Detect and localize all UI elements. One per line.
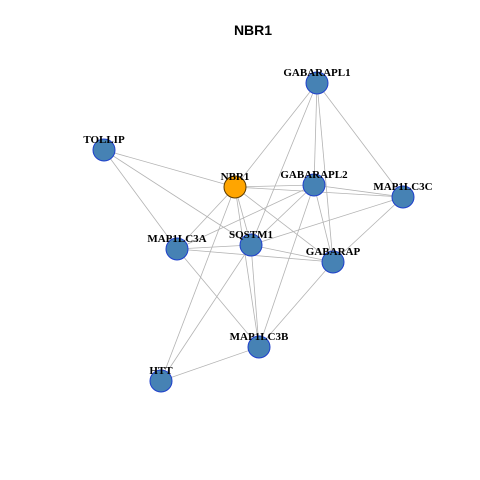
node-map1lc3c (391, 185, 415, 209)
edge-nbr1-gabarapl2 (234, 184, 315, 188)
node-label-htt: HTT (149, 365, 173, 377)
edge-gabarapl2-map1lc3b (258, 184, 315, 348)
node-map1lc3a (165, 237, 189, 261)
node-gabarapl2 (302, 173, 326, 197)
edge-nbr1-map1lc3b (234, 186, 260, 348)
node-label-sqstm1: SQSTM1 (229, 229, 273, 241)
edge-gabarapl2-map1lc3a (176, 184, 315, 250)
edge-sqstm1-gabarap (250, 244, 334, 263)
edge-gabarapl2-gabarap (313, 184, 334, 263)
edge-map1lc3c-sqstm1 (250, 196, 404, 246)
node-sqstm1 (239, 233, 263, 257)
edge-map1lc3b-htt (160, 346, 260, 382)
graph-title: NBR1 (234, 22, 272, 38)
edge-tollip-map1lc3a (103, 149, 178, 250)
node-tollip (92, 138, 116, 162)
edge-nbr1-map1lc3a (176, 186, 236, 250)
edge-map1lc3a-map1lc3b (176, 248, 260, 348)
edge-sqstm1-htt (160, 244, 252, 382)
edge-nbr1-gabarap (234, 186, 334, 263)
edge-gabarapl2-sqstm1 (250, 184, 315, 246)
node-gabarapl1 (305, 71, 329, 95)
nodes-layer (92, 71, 415, 393)
node-label-map1lc3b: MAP1LC3B (230, 331, 289, 343)
edge-tollip-nbr1 (103, 149, 236, 188)
edge-gabarapl1-map1lc3c (316, 82, 404, 198)
edge-gabarapl1-gabarap (316, 82, 334, 263)
edge-gabarapl1-nbr1 (234, 82, 318, 188)
node-label-map1lc3c: MAP1LC3C (373, 181, 432, 193)
edge-nbr1-htt (160, 186, 236, 382)
node-label-gabarapl2: GABARAPL2 (280, 169, 348, 181)
node-label-gabarapl1: GABARAPL1 (283, 67, 350, 79)
node-htt (149, 369, 173, 393)
node-nbr1 (223, 175, 247, 199)
edge-gabarapl1-gabarapl2 (313, 82, 318, 186)
node-gabarap (321, 250, 345, 274)
edge-map1lc3a-sqstm1 (176, 244, 252, 250)
node-label-map1lc3a: MAP1LC3A (147, 233, 206, 245)
edge-sqstm1-map1lc3b (250, 244, 260, 348)
node-label-gabarap: GABARAP (306, 246, 361, 258)
edge-map1lc3c-gabarap (332, 196, 404, 263)
node-label-nbr1: NBR1 (221, 171, 250, 183)
node-map1lc3b (247, 335, 271, 359)
edge-tollip-sqstm1 (103, 149, 252, 246)
edge-gabarapl2-map1lc3c (313, 184, 404, 198)
node-label-tollip: TOLLIP (83, 134, 125, 146)
edge-gabarapl1-sqstm1 (250, 82, 318, 246)
edge-gabarap-map1lc3b (258, 261, 334, 348)
